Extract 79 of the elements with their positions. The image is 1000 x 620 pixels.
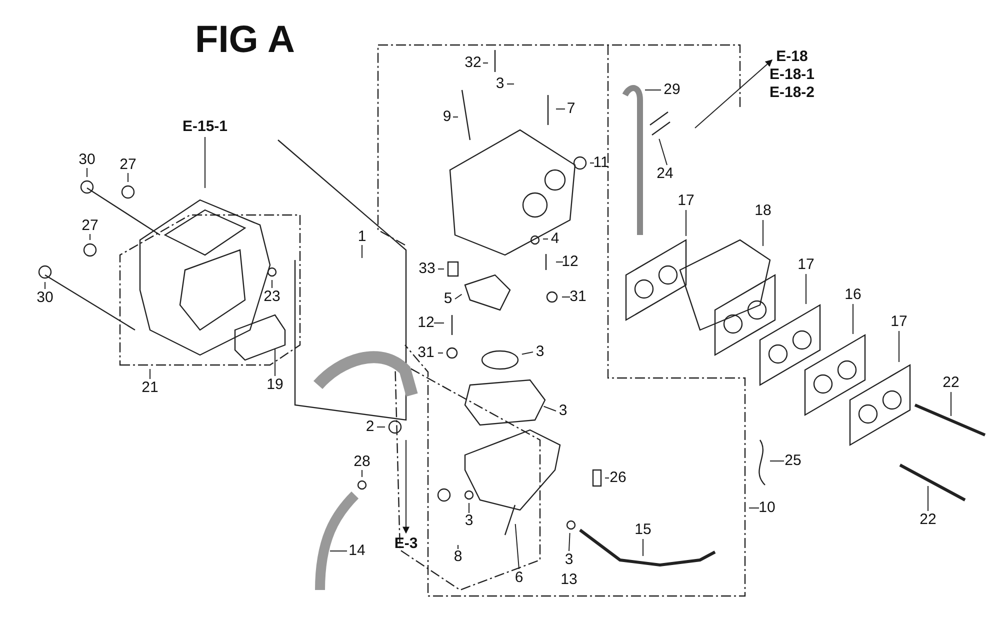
callout-number: 26 xyxy=(610,470,626,486)
leader-line xyxy=(204,136,206,188)
leader-line xyxy=(762,220,764,246)
leader-line xyxy=(438,268,444,270)
leader-line xyxy=(562,296,570,298)
callout-number: 14 xyxy=(348,543,366,559)
callout-number: 3 xyxy=(496,76,504,92)
leader-line xyxy=(438,352,444,354)
leader-line xyxy=(770,460,784,462)
callout-number: 25 xyxy=(784,453,802,469)
callout-number: 5 xyxy=(444,291,452,307)
callout-number: 31 xyxy=(570,289,586,305)
leader-line xyxy=(543,406,556,412)
leader-line xyxy=(556,108,566,110)
leader-line xyxy=(568,532,570,552)
callout-number: 22 xyxy=(920,512,936,528)
callout-number: 24 xyxy=(656,166,674,182)
leader-line xyxy=(452,116,458,118)
leader-line xyxy=(852,304,854,334)
leader-line xyxy=(642,538,644,556)
callout-number: 15 xyxy=(634,522,652,538)
reference-label: E-18-1 xyxy=(769,66,815,84)
callout-number: 28 xyxy=(354,454,370,470)
reference-label: E-3 xyxy=(394,536,418,552)
leader-line xyxy=(86,168,88,178)
callout-number: 30 xyxy=(36,290,54,306)
leader-line xyxy=(44,282,46,290)
leader-line xyxy=(330,550,348,552)
callout-number: 16 xyxy=(844,287,862,303)
figure-title: FIG A xyxy=(195,18,295,62)
leader-line xyxy=(521,352,534,355)
leader-line xyxy=(514,523,520,570)
callout-number: 17 xyxy=(890,314,908,330)
callout-number: 12 xyxy=(418,315,434,331)
callout-number: 17 xyxy=(678,193,694,209)
callout-number: 3 xyxy=(464,513,474,529)
reference-arrow xyxy=(402,440,410,534)
callout-number: 7 xyxy=(566,101,576,117)
callout-number: 2 xyxy=(366,419,374,435)
reference-label: E-18-2 xyxy=(769,84,815,102)
leader-line xyxy=(376,426,386,428)
callout-number: 13 xyxy=(560,572,578,588)
callout-number: 1 xyxy=(358,229,366,245)
reference-label: E-15-1 xyxy=(182,119,228,135)
callout-number: 11 xyxy=(593,155,609,171)
callout-number: 31 xyxy=(418,345,434,361)
callout-number: 4 xyxy=(550,231,560,247)
callout-number: 32 xyxy=(464,55,482,71)
callout-number: 3 xyxy=(536,344,544,360)
leader-line xyxy=(590,162,594,164)
leader-line xyxy=(658,138,668,166)
callout-number: 8 xyxy=(454,549,462,565)
leader-line xyxy=(898,330,900,362)
leader-line xyxy=(950,392,952,416)
callout-number: 12 xyxy=(562,254,578,270)
callout-number: 27 xyxy=(120,157,136,173)
leader-line xyxy=(482,62,488,64)
callout-number: 23 xyxy=(264,289,280,305)
callout-number: 3 xyxy=(564,552,574,568)
reference-arrow xyxy=(694,60,773,128)
callout-number: 3 xyxy=(558,403,568,419)
reference-label: E-18 xyxy=(775,48,809,66)
leader-line xyxy=(434,322,444,324)
callout-number: 22 xyxy=(942,375,960,391)
callout-number: 21 xyxy=(142,380,158,396)
callout-number: 6 xyxy=(514,570,524,586)
callout-number: 9 xyxy=(442,109,452,125)
callout-number: 19 xyxy=(266,377,284,393)
leader-line xyxy=(454,294,462,300)
leader-line xyxy=(542,238,548,240)
leader-line xyxy=(274,348,276,376)
callout-number: 33 xyxy=(418,261,436,277)
callout-number: 17 xyxy=(798,257,814,273)
callout-number: 30 xyxy=(78,152,96,168)
callout-number: 18 xyxy=(754,203,772,219)
callout-number: 29 xyxy=(664,82,680,98)
callout-number: 10 xyxy=(758,500,776,516)
callout-number: 27 xyxy=(82,218,98,234)
leader-line xyxy=(468,502,470,514)
